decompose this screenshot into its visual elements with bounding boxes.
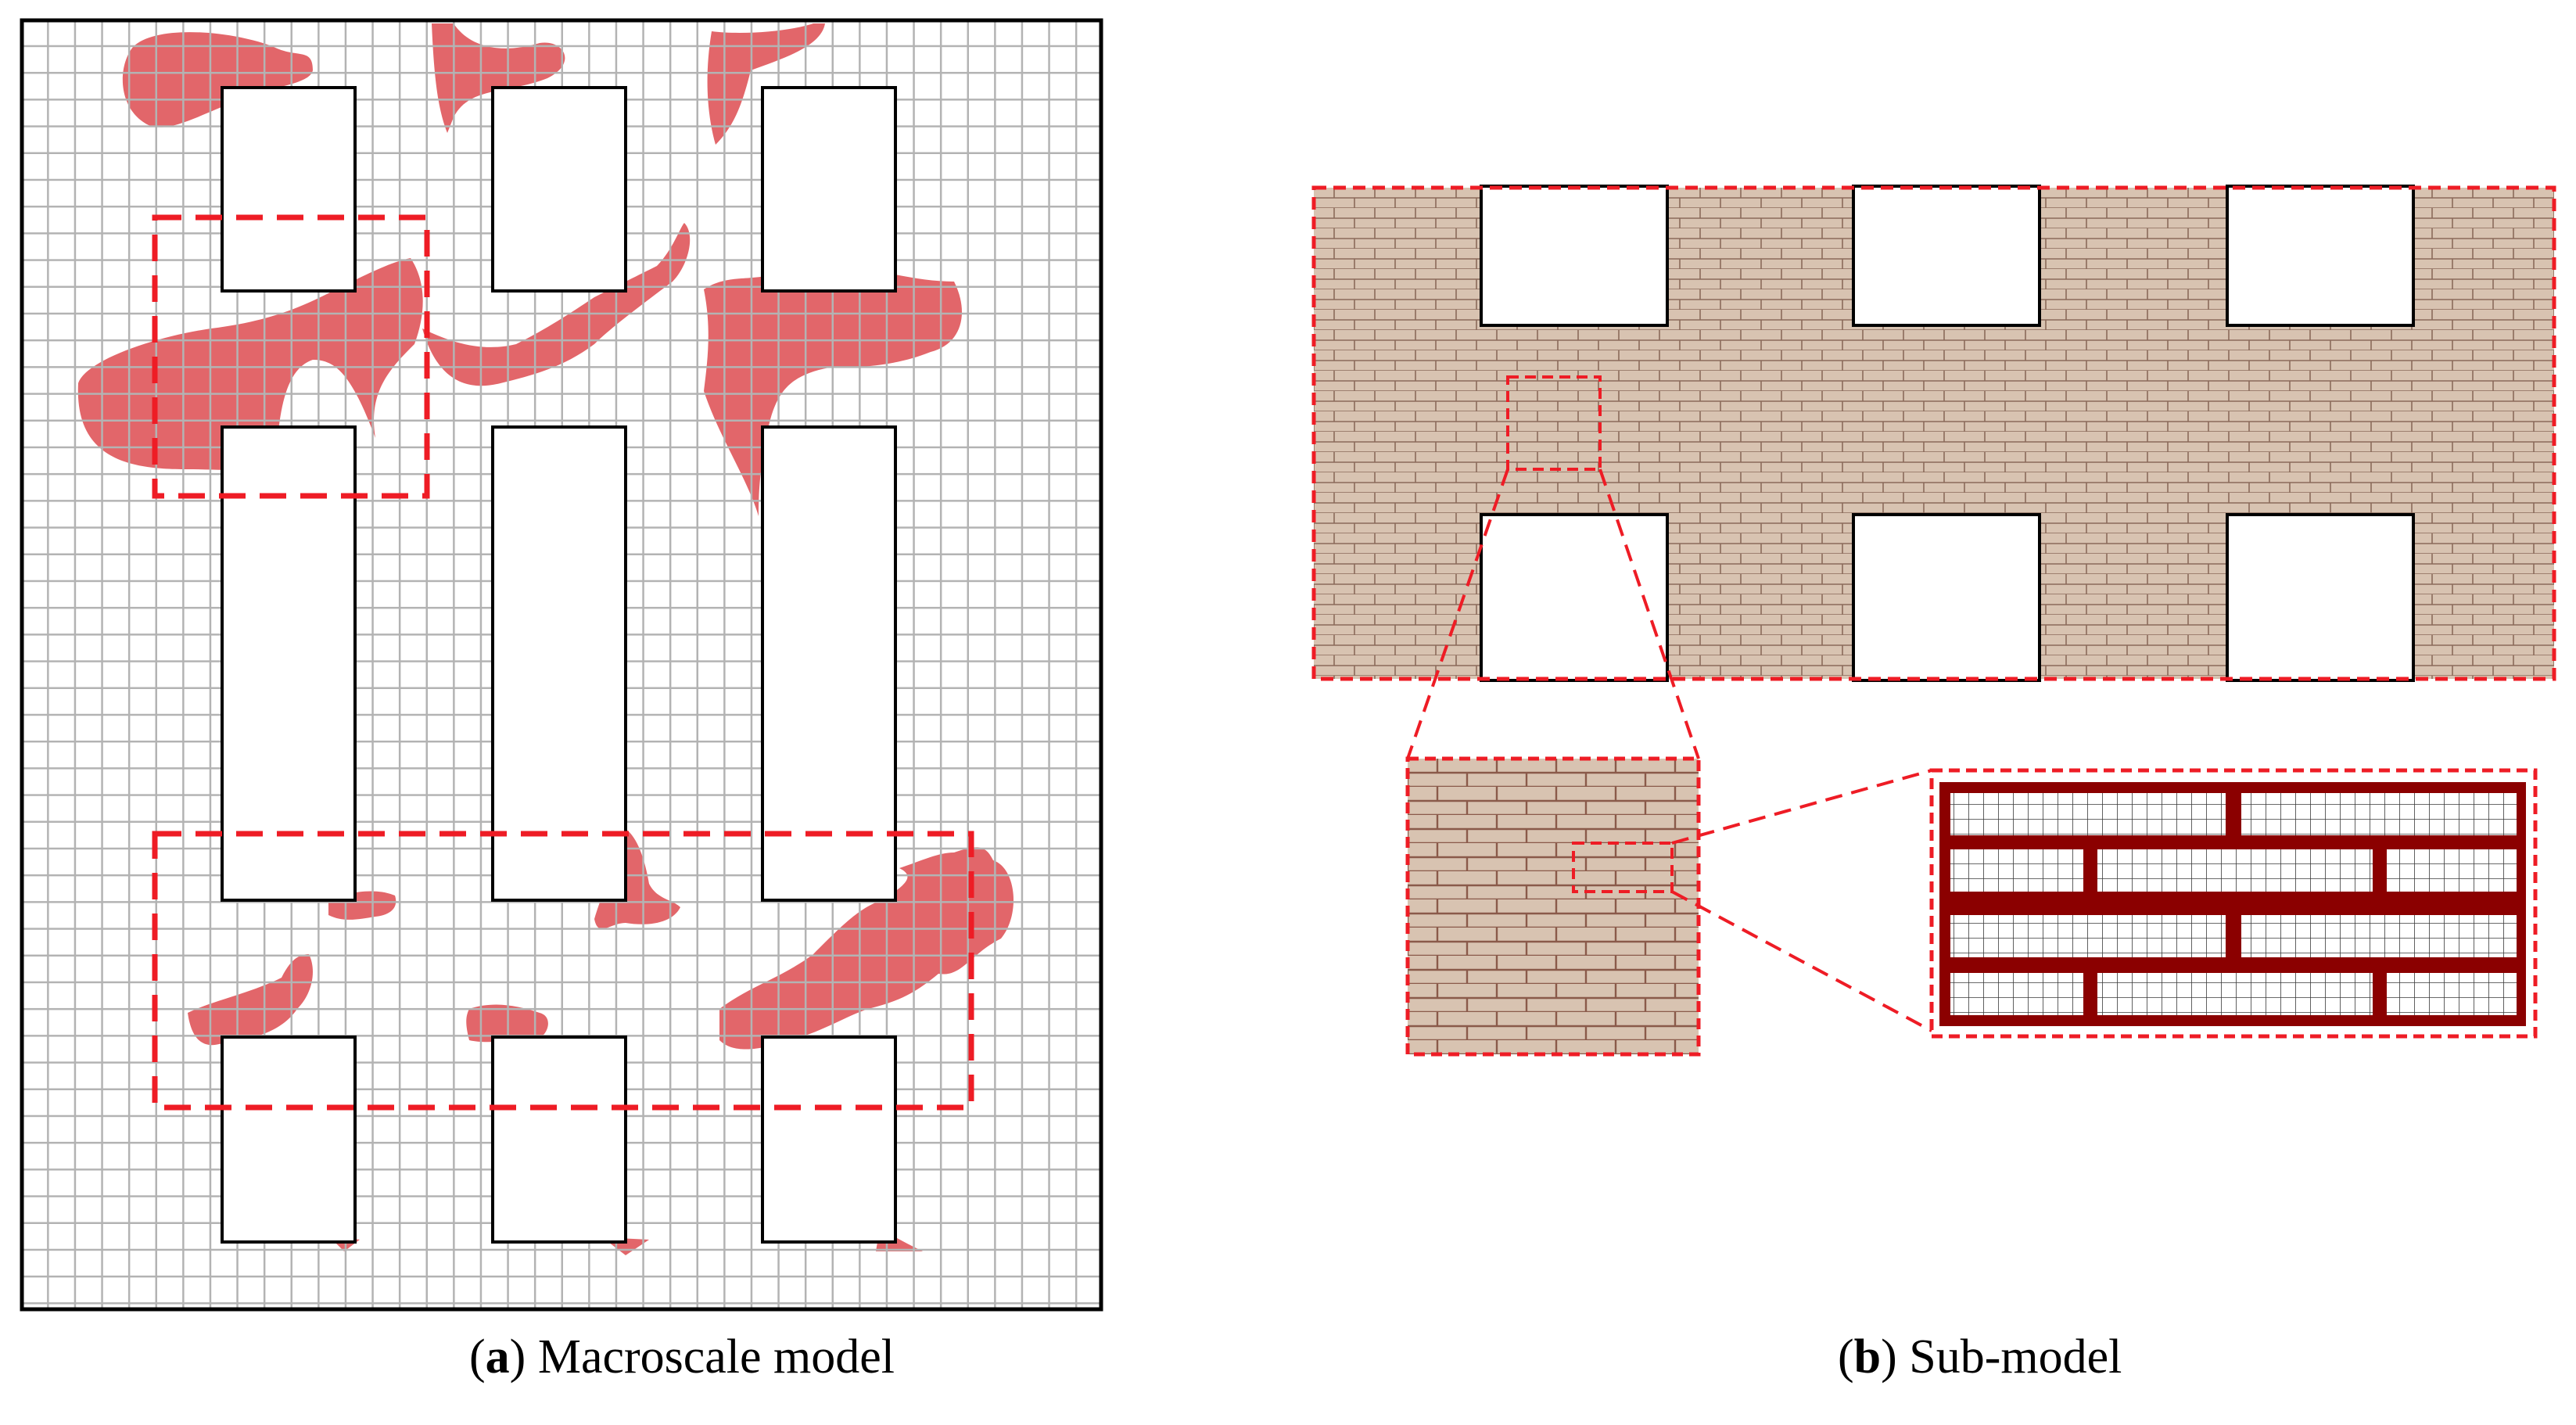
opening-bottom-right (761, 1036, 897, 1244)
wall-opening-bottom-1 (1480, 513, 1669, 682)
caption-b-text: Sub-model (1909, 1330, 2122, 1384)
opening-bottom-left (221, 1036, 357, 1244)
zoom-brick-mortar-border (1929, 768, 2538, 1039)
submodel-region-lower (152, 831, 974, 1111)
opening-top-right (761, 86, 897, 293)
connector-line-top-2 (1671, 769, 1932, 845)
brick-row4-a (1950, 973, 2083, 1015)
brick-row3-a (1950, 915, 2226, 957)
wall-opening-top-2 (1852, 185, 2041, 327)
caption-macroscale-model: (a) Macroscale model (469, 1330, 895, 1384)
connector-line-left-1 (1406, 468, 1509, 759)
zoom-masonry-detail (1408, 759, 1699, 1054)
caption-sub-model: (b) Sub-model (1838, 1330, 2122, 1384)
caption-a-letter: a (485, 1330, 510, 1384)
opening-mid-right (761, 425, 897, 902)
brick-row2-a (1950, 849, 2083, 892)
brick-row4-b (2097, 973, 2373, 1015)
connector-line-bottom-2 (1671, 890, 1932, 1032)
submodel-wall-border (1311, 185, 2556, 681)
submodel-region-upper (152, 214, 430, 499)
caption-a-text: Macroscale model (537, 1330, 895, 1384)
connector-line-right-1 (1598, 468, 1700, 759)
brick-row2-b (2097, 849, 2373, 892)
macroscale-model (20, 18, 1103, 1312)
opening-top-center (491, 86, 627, 293)
brick-row2-c (2387, 849, 2517, 892)
opening-mid-center (491, 425, 627, 902)
brick-row4-c (2387, 973, 2517, 1015)
zoom-brick-mortar-detail (1929, 768, 2538, 1039)
brick-row1-a (1950, 793, 2226, 835)
brick-row1-b (2241, 793, 2517, 835)
wall-opening-bottom-2 (1852, 513, 2041, 682)
opening-mid-left (221, 425, 357, 902)
wall-opening-bottom-3 (2226, 513, 2415, 682)
sub-model (1311, 185, 2556, 1057)
opening-bottom-center (491, 1036, 627, 1244)
opening-top-left (221, 86, 357, 293)
wall-zoom-region (1506, 375, 1602, 471)
submodel-openings (1480, 185, 2415, 682)
openings (221, 86, 897, 1244)
masonry-zoom-region (1572, 842, 1674, 893)
brick-row3-b (2241, 915, 2517, 957)
wall-opening-top-3 (2226, 185, 2415, 327)
macro-outer-border (20, 18, 1103, 1312)
caption-b-letter: b (1853, 1330, 1882, 1384)
wall-opening-top-1 (1480, 185, 1669, 327)
